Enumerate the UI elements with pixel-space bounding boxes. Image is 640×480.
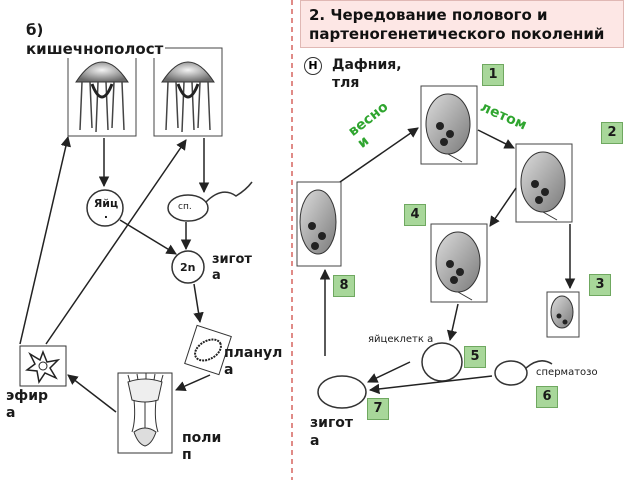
polyp-image [117, 372, 173, 454]
step-badge-7: 7 [367, 398, 389, 420]
zygote-label: 2n [180, 261, 196, 274]
ephyra-image [19, 345, 67, 387]
medusa-image-right [153, 47, 223, 137]
daphnia-image-4 [430, 223, 488, 303]
zygote-caption: зигот а [212, 252, 252, 283]
polyp-caption: поли п [182, 430, 222, 463]
step-badge-2: 2 [601, 122, 623, 144]
egg-cell-caption: яйцеклетк а [368, 334, 434, 345]
section-heading-coelenterates: кишечнополост [26, 40, 166, 58]
egg-cell-right [421, 342, 463, 382]
step-badge-5: 5 [464, 346, 486, 368]
section-title-box: 2. Чередование полового и партеногенетич… [300, 0, 624, 48]
step-badge-8: 8 [333, 275, 355, 297]
section-label-b: б) [26, 21, 44, 39]
ephyra-caption: эфир а [6, 388, 49, 421]
step-badge-4: 4 [404, 204, 426, 226]
step-badge-1: 1 [482, 64, 504, 86]
sperm-label: сп. [178, 202, 192, 212]
planula-caption: планул а [224, 345, 283, 378]
daphnia-image-8 [296, 181, 342, 267]
sperm-cell-right [494, 360, 553, 386]
egg-label: Яйц . [93, 197, 119, 221]
sperm-caption: сперматозо [536, 367, 598, 378]
zygote-cell-right [317, 375, 367, 409]
egg-cell [86, 189, 124, 227]
zygote-caption-right: зигот а [310, 415, 353, 449]
daphnia-image-1 [420, 85, 478, 165]
organism-subtitle: Дафния, тля [332, 57, 402, 91]
zygote-cell [171, 250, 205, 284]
planula-image [184, 324, 232, 376]
daphnia-image-3 [546, 291, 580, 338]
section-title: 2. Чередование полового и партеногенетич… [309, 6, 605, 43]
step-badge-3: 3 [589, 274, 611, 296]
step-badge-6: 6 [536, 386, 558, 408]
h-marker-icon: Н [304, 57, 322, 75]
sperm-cell [167, 181, 253, 222]
daphnia-image-2 [515, 143, 573, 223]
medusa-image-left [67, 47, 137, 137]
